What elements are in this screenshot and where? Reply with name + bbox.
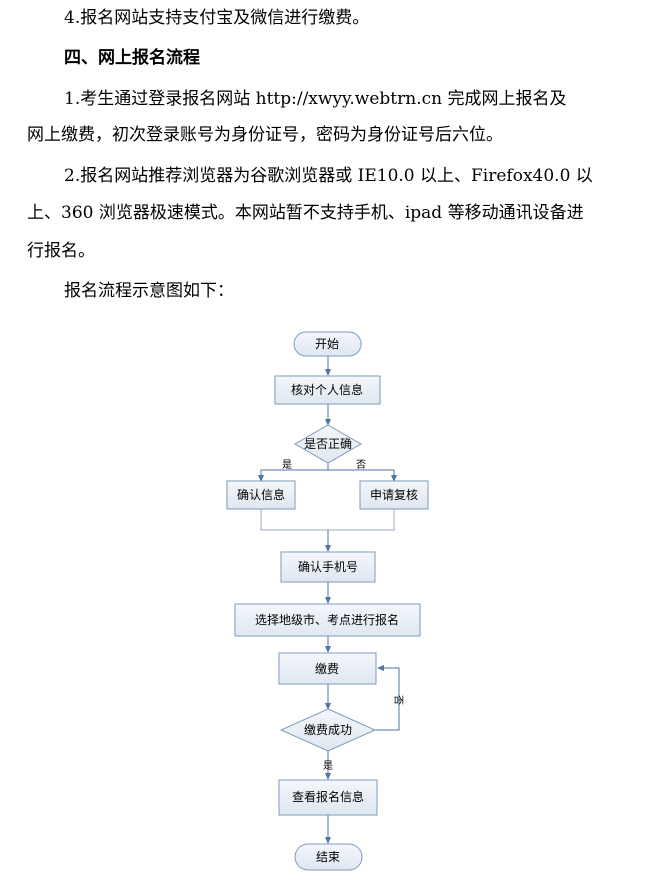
select-city-label: 选择地级市、考点进行报名 — [255, 612, 399, 627]
verify-info-node — [274, 375, 381, 405]
end-label: 结束 — [316, 850, 340, 864]
pay-success-label: 缴费成功 — [304, 722, 352, 737]
pay-node — [278, 652, 377, 685]
no-branch-label: 否 — [356, 459, 366, 471]
confirm-phone-label: 确认手机号 — [298, 560, 358, 574]
pay-label: 缴费 — [315, 661, 339, 676]
text-line-5: 行报名。 — [27, 241, 95, 261]
confirm-info-label: 确认信息 — [237, 487, 285, 502]
text-line-2: 网上缴费，初次登录账号为身份证号，密码为身份证号后六位。 — [27, 125, 503, 145]
yes-branch-label: 是 — [282, 459, 292, 471]
view-info-label: 查看报名信息 — [292, 789, 364, 804]
arrow-yes-branch — [258, 463, 329, 482]
select-city-node — [234, 603, 421, 637]
start-node — [293, 331, 362, 357]
confirm-info-node — [226, 480, 296, 510]
text-line-flow-intro: 报名流程示意图如下： — [64, 281, 234, 301]
arrow-retry-loop — [375, 665, 400, 731]
text-line-4: 上、360 浏览器极速模式。本网站暂不支持手机、ipad 等移动通讯设备进 — [27, 203, 584, 223]
apply-review-node — [359, 480, 429, 510]
pay-retry-label: 否 — [392, 695, 404, 705]
end-node — [294, 843, 363, 871]
section-heading: 四、网上报名流程 — [64, 48, 200, 68]
pay-success-decision — [279, 708, 377, 752]
confirm-phone-node — [280, 551, 376, 583]
view-info-node — [278, 779, 378, 816]
merge-line — [260, 509, 395, 531]
text-line-payment-methods: 4.报名网站支持支付宝及微信进行缴费。 — [64, 8, 370, 28]
pay-yes-label: 是 — [323, 760, 333, 772]
arrow-no-branch — [328, 469, 397, 482]
is-correct-label: 是否正确 — [304, 437, 352, 451]
text-line-1: 1.考生通过登录报名网站 http://xwyy.webtrn.cn 完成网上报… — [64, 89, 567, 109]
verify-info-label: 核对个人信息 — [291, 382, 363, 397]
is-correct-decision — [293, 424, 363, 464]
text-line-3: 2.报名网站推荐浏览器为谷歌浏览器或 IE10.0 以上、Firefox40.0… — [64, 166, 593, 186]
start-label: 开始 — [315, 337, 339, 351]
apply-review-label: 申请复核 — [370, 488, 418, 502]
